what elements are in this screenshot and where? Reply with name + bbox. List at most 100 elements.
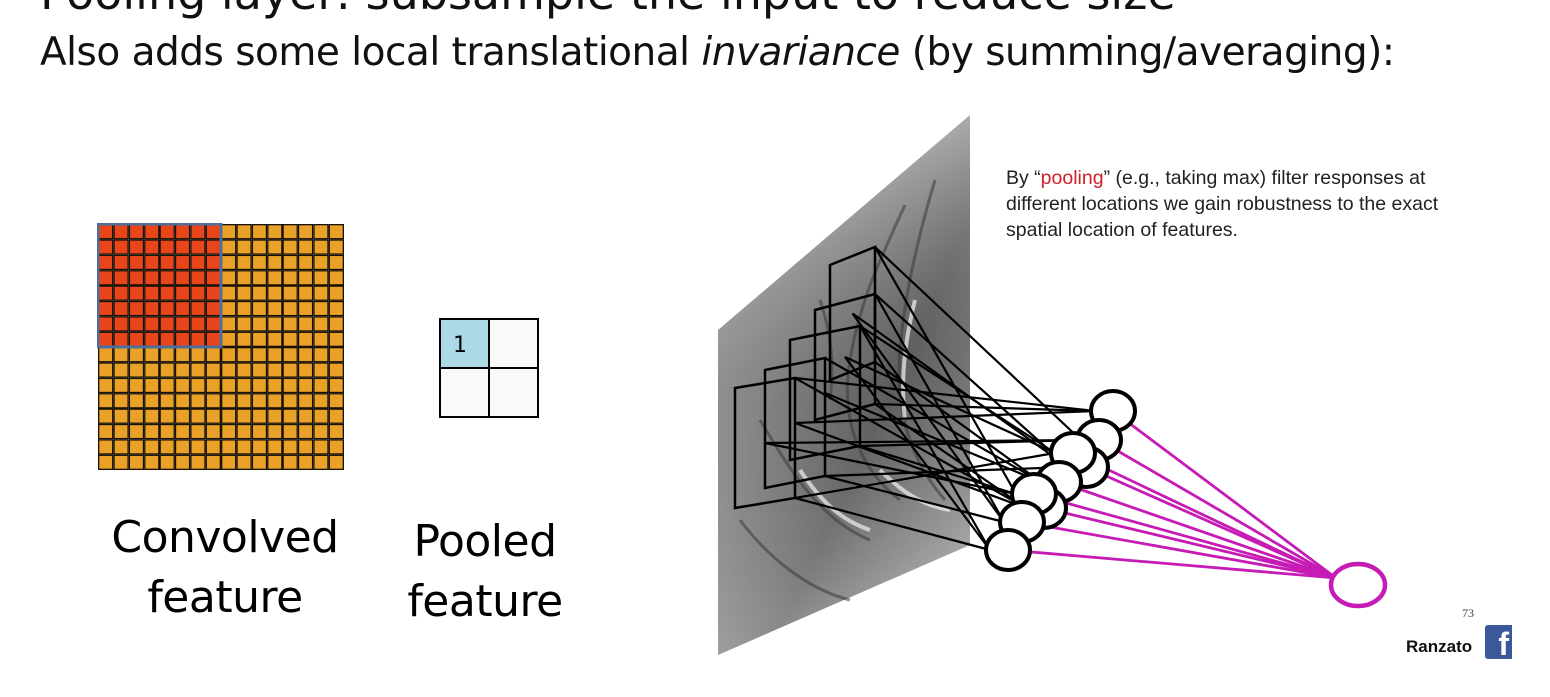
convolved-cell (191, 271, 205, 285)
convolved-cell (314, 455, 328, 469)
convolved-cell (268, 317, 282, 331)
window-unit-link (824, 474, 1005, 524)
convolved-cell (329, 317, 343, 331)
convolved-cell (191, 455, 205, 469)
convolved-cell (191, 302, 205, 315)
facebook-logo-icon: f (1485, 625, 1512, 662)
convolved-cell (237, 332, 251, 346)
unit-pool-link (1058, 480, 1337, 580)
convolved-cell (329, 379, 343, 392)
convolved-cell (329, 394, 343, 408)
convolved-cell (237, 379, 251, 392)
subtitle-emphasis: invariance (701, 30, 900, 75)
convolved-cell (114, 317, 128, 331)
convolved-cell (145, 379, 159, 392)
convolved-cell (237, 240, 251, 254)
convolved-cell (222, 440, 236, 454)
convolved-cell (206, 440, 220, 454)
convolved-cell (160, 271, 174, 285)
convolved-cell (99, 455, 113, 469)
convolved-cell (268, 394, 282, 408)
convolved-cell (206, 455, 220, 469)
convolved-cell (206, 302, 220, 315)
pooling-note-highlight: pooling (1040, 167, 1104, 189)
window-unit-link (874, 293, 1005, 523)
convolved-cell (253, 240, 266, 254)
convolved-cell (99, 302, 113, 315)
convolved-cell (283, 409, 297, 423)
convolved-cell (191, 286, 205, 300)
convolved-cell (299, 455, 312, 469)
convolved-cell (114, 332, 128, 346)
convolved-cell (99, 440, 113, 454)
pooling-note: By “pooling” (e.g., taking max) filter r… (1006, 165, 1476, 243)
convolved-cell (114, 271, 128, 285)
convolved-cell (283, 225, 297, 239)
convolved-cell (206, 409, 220, 423)
convolved-cell (145, 409, 159, 423)
convolved-cell (314, 302, 328, 315)
convolved-cell (253, 348, 266, 362)
convolved-cell (130, 332, 143, 346)
convolved-cell (253, 379, 266, 392)
convolved-cell (237, 409, 251, 423)
convolved-cell (283, 256, 297, 269)
convolved-cell (114, 302, 128, 315)
convolved-cell (191, 317, 205, 331)
convolved-cell (99, 425, 113, 438)
window-unit-link (844, 355, 1056, 455)
convolved-cell (329, 455, 343, 469)
convolved-cell (314, 409, 328, 423)
convolved-cell (160, 302, 174, 315)
convolved-cell (283, 302, 297, 315)
convolved-cell (299, 302, 312, 315)
convolved-cell (114, 240, 128, 254)
convolved-cell (145, 332, 159, 346)
convolved-cell (314, 379, 328, 392)
convolved-cell (314, 286, 328, 300)
convolved-cell (160, 317, 174, 331)
convolved-cell (299, 363, 312, 377)
convolved-cell (253, 271, 266, 285)
unit-pool-link (1072, 451, 1337, 580)
convolved-cell (206, 348, 220, 362)
convolved-cell (145, 240, 159, 254)
window-unit-link (874, 246, 1082, 441)
convolved-cell (237, 317, 251, 331)
convolved-cell (130, 286, 143, 300)
convolved-cell (253, 455, 266, 469)
window-unit-link (794, 496, 991, 552)
pooled-feature-grid: 1 (439, 318, 539, 418)
convolved-cell (299, 379, 312, 392)
convolved-cell (314, 256, 328, 269)
convolved-caption-line-2: feature (147, 572, 303, 623)
convolved-cell (191, 425, 205, 438)
convolved-cell (299, 425, 312, 438)
convolved-cell (268, 240, 282, 254)
convolved-cell (176, 271, 189, 285)
convolved-cell (299, 440, 312, 454)
convolved-cell (99, 332, 113, 346)
convolved-cell (222, 363, 236, 377)
convolved-cell (222, 302, 236, 315)
unit-pool-link (1043, 506, 1337, 580)
convolved-cell (299, 409, 312, 423)
window-unit-link (859, 325, 991, 551)
convolved-cell (329, 409, 343, 423)
convolved-cell (130, 440, 143, 454)
subtitle-text-1: Also adds some local translational (40, 30, 702, 75)
convolved-cell (99, 286, 113, 300)
convolved-cell (191, 332, 205, 346)
pooled-cell-value: 1 (453, 333, 467, 358)
convolved-cell (314, 271, 328, 285)
convolved-cell (329, 425, 343, 438)
convolved-cell (99, 348, 113, 362)
convolved-cell (99, 394, 113, 408)
convolved-cell (283, 332, 297, 346)
pooling-network-diagram (718, 115, 1388, 655)
convolved-cell (191, 240, 205, 254)
convolved-cell (314, 394, 328, 408)
slide-heading: Pooling layer: subsample the input to re… (40, 0, 1176, 20)
convolved-cell (130, 363, 143, 377)
convolved-cell (314, 363, 328, 377)
